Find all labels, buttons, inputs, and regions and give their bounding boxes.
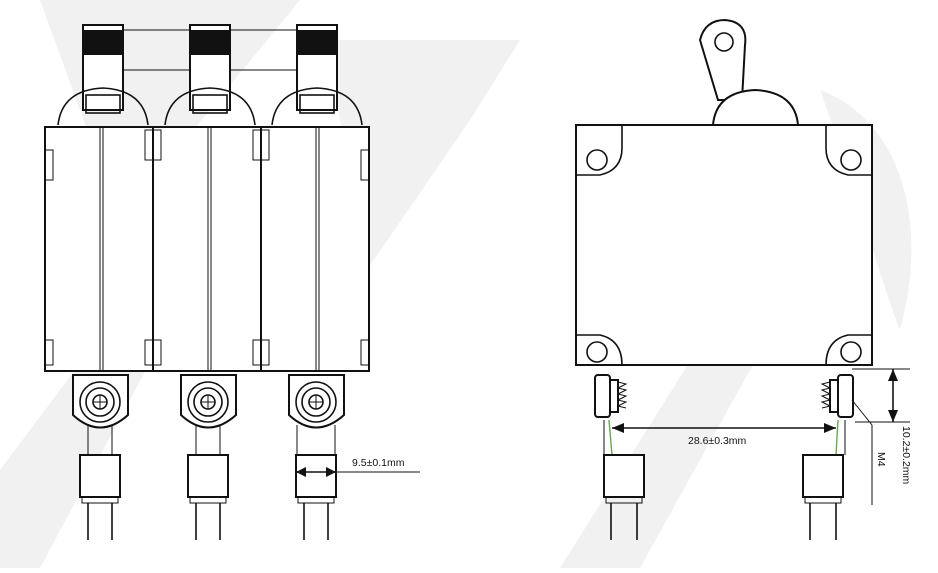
breaker-body <box>260 126 370 372</box>
terminal-height-dimension: 10.2±0.2mm <box>852 368 912 485</box>
pole-2 <box>152 24 262 372</box>
side-body <box>575 124 873 366</box>
breaker-body <box>44 126 154 372</box>
toggle-lever <box>698 18 800 126</box>
terminal-spacing-dimension: 28.6±0.3mm <box>612 423 836 447</box>
mounting-hole <box>840 341 862 363</box>
terminal-1 <box>72 374 129 540</box>
side-view: 28.6±0.3mm 10.2±0.2mm M4 <box>575 18 912 540</box>
side-terminal-right <box>802 374 854 540</box>
pole-1 <box>44 24 154 372</box>
front-view: 9.5±0.1mm <box>44 24 420 540</box>
mounting-hole <box>586 341 608 363</box>
terminal-spacing-label: 28.6±0.3mm <box>688 435 747 447</box>
terminals-front <box>72 374 345 540</box>
screw-callout: M4 <box>851 399 887 505</box>
mounting-hole <box>840 149 862 171</box>
mounting-hole <box>586 149 608 171</box>
lug-width-label: 9.5±0.1mm <box>352 457 405 469</box>
terminal-height-label: 10.2±0.2mm <box>900 426 912 485</box>
breaker-body <box>152 126 262 372</box>
side-terminal-left <box>594 374 645 540</box>
terminal-3 <box>288 374 345 540</box>
lug-width-dimension: 9.5±0.1mm <box>296 457 420 477</box>
pole-3 <box>260 24 370 372</box>
screw-thread-label: M4 <box>875 452 887 467</box>
terminal-2 <box>180 374 237 540</box>
